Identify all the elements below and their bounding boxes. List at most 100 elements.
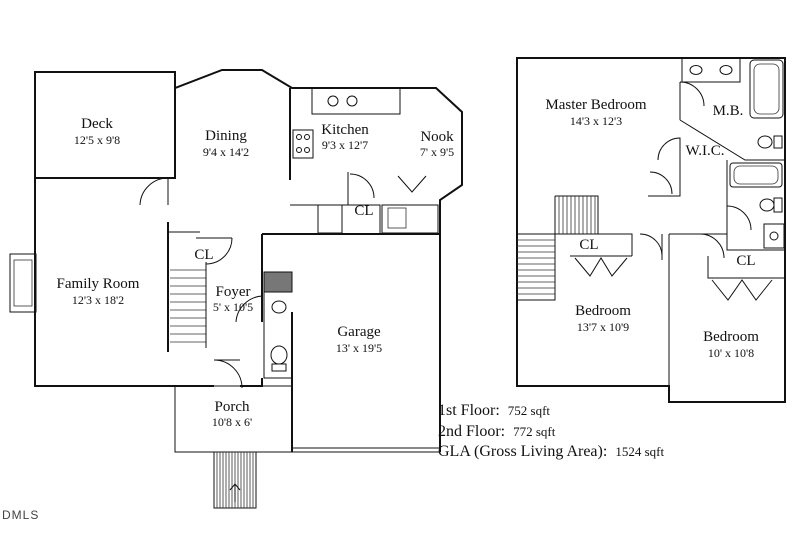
- first-floor-area-value: 752 sqft: [507, 403, 551, 418]
- bedroom3-closet-bifold: [711, 279, 773, 301]
- kitchen-name: Kitchen: [321, 122, 369, 138]
- burner: [304, 134, 310, 140]
- nook-bifold-door: [397, 175, 427, 193]
- fireplace-inner: [13, 259, 33, 307]
- master-bath-tub: [749, 59, 784, 119]
- master-bath-tub-inner: [753, 63, 780, 115]
- stairs-second-floor: [517, 195, 599, 301]
- toilet-tank: [271, 363, 287, 372]
- master-bedroom-dims: 14'3 x 12'3: [570, 114, 622, 128]
- kitchen-closet-label: CL: [354, 203, 373, 219]
- second-floor-outer-wall: [516, 57, 786, 403]
- powder-sink: [271, 300, 287, 314]
- second-floor-area-value: 772 sqft: [513, 424, 556, 439]
- bedroom2-closet-label: CL: [579, 237, 598, 253]
- master-bath-sink-left: [689, 65, 703, 75]
- bedroom3-name: Bedroom: [703, 329, 759, 345]
- front-wall-right: [240, 378, 263, 387]
- stove: [292, 129, 314, 159]
- master-bath-door: [679, 81, 705, 120]
- hall-bath-toilet-tank: [773, 197, 783, 213]
- master-bath-vanity: [681, 57, 741, 83]
- foyer-closet-label: CL: [194, 247, 213, 263]
- first-floor-area-label: 1st Floor:: [438, 402, 500, 419]
- nook-name: Nook: [420, 129, 454, 145]
- garage-right-wall: [262, 233, 441, 452]
- family-room-dims: 12'3 x 18'2: [72, 293, 124, 307]
- wic-wall: [679, 119, 785, 161]
- kitchen-appliances: [381, 204, 439, 234]
- hall-bath-door: [726, 205, 752, 231]
- kitchen-counter: [311, 87, 401, 115]
- master-bath-label: M.B.: [713, 103, 744, 119]
- hall-bath-toilet: [759, 198, 775, 212]
- garage-door: [292, 447, 440, 453]
- deck-door-swing: [139, 177, 169, 206]
- dining-name: Dining: [205, 128, 247, 144]
- bedroom2-dims: 13'7 x 10'9: [577, 320, 629, 334]
- bedroom3-door: [699, 233, 725, 259]
- deck-dims: 12'5 x 9'8: [74, 133, 120, 147]
- bedroom2-door: [639, 233, 663, 260]
- bedroom3-closet-wall: [707, 256, 785, 279]
- dishwasher: [387, 207, 407, 229]
- master-bedroom-name: Master Bedroom: [545, 97, 647, 113]
- hall-bath-tub-inner: [733, 165, 779, 185]
- bedroom3-closet-label: CL: [736, 253, 755, 269]
- porch-dims: 10'8 x 6': [212, 415, 252, 429]
- powder-room-wall: [263, 272, 292, 379]
- family-room-name: Family Room: [57, 276, 140, 292]
- garage-door-swing: [235, 295, 263, 323]
- toilet: [270, 345, 288, 365]
- garage-name: Garage: [337, 324, 381, 340]
- hall-wall: [648, 160, 681, 197]
- foyer-name: Foyer: [216, 284, 251, 300]
- stairs-first-floor: [170, 262, 207, 348]
- burner: [296, 147, 302, 153]
- porch-steps: [213, 451, 257, 509]
- nook-dims: 7' x 9'5: [420, 145, 454, 159]
- wic-label: W.I.C.: [685, 143, 724, 159]
- master-bath-toilet: [757, 135, 773, 149]
- bedroom2-closet-wall: [555, 233, 633, 256]
- kitchen-dims: 9'3 x 12'7: [322, 138, 368, 152]
- gla-area: GLA (Gross Living Area): 1524 sqft: [438, 443, 664, 461]
- hall-bath-tub: [729, 162, 783, 188]
- bedroom3-wall: [668, 233, 727, 386]
- burner: [296, 134, 302, 140]
- garage-dims: 13' x 19'5: [336, 341, 382, 355]
- dining-dims: 9'4 x 14'2: [203, 145, 249, 159]
- kitchen-island: [317, 204, 343, 234]
- hall-bath-sink: [763, 223, 785, 249]
- porch-name: Porch: [215, 399, 250, 415]
- second-floor-plan: Master Bedroom 14'3 x 12'3 M.B. W.I.C. C…: [516, 57, 786, 403]
- deck-name: Deck: [81, 116, 113, 132]
- bedroom2-name: Bedroom: [575, 303, 631, 319]
- first-floor-area: 1st Floor: 752 sqft: [438, 402, 550, 420]
- front-door-swing: [213, 359, 243, 389]
- gla-area-label: GLA (Gross Living Area):: [438, 443, 608, 460]
- foyer-closet-door: [205, 237, 233, 265]
- second-floor-area-label: 2nd Floor:: [438, 423, 506, 440]
- first-floor-plan: Deck 12'5 x 9'8 Dining 9'4 x 14'2 Kitche…: [9, 69, 463, 509]
- watermark: DMLS: [2, 508, 40, 522]
- burner: [304, 147, 310, 153]
- wic-door: [657, 137, 681, 161]
- bedroom2-closet-bifold: [574, 257, 628, 277]
- kitchen-sink-left: [327, 95, 339, 107]
- kitchen-closet-wall: [347, 172, 381, 233]
- kitchen-closet-door: [349, 173, 375, 199]
- hall-bath-wall: [726, 160, 785, 251]
- bedroom3-dims: 10' x 10'8: [708, 346, 754, 360]
- kitchen-sink-right: [346, 95, 358, 107]
- second-floor-area: 2nd Floor: 772 sqft: [438, 423, 555, 441]
- master-bath-sink-right: [719, 65, 733, 75]
- hall-bath-sink-basin: [769, 231, 779, 241]
- family-room-outer-wall: [34, 178, 175, 387]
- fireplace: [9, 253, 37, 313]
- laundry-shelf: [263, 271, 293, 293]
- master-bedroom-door: [649, 171, 673, 195]
- master-bath-toilet-tank: [773, 135, 783, 149]
- gla-area-value: 1524 sqft: [615, 444, 665, 459]
